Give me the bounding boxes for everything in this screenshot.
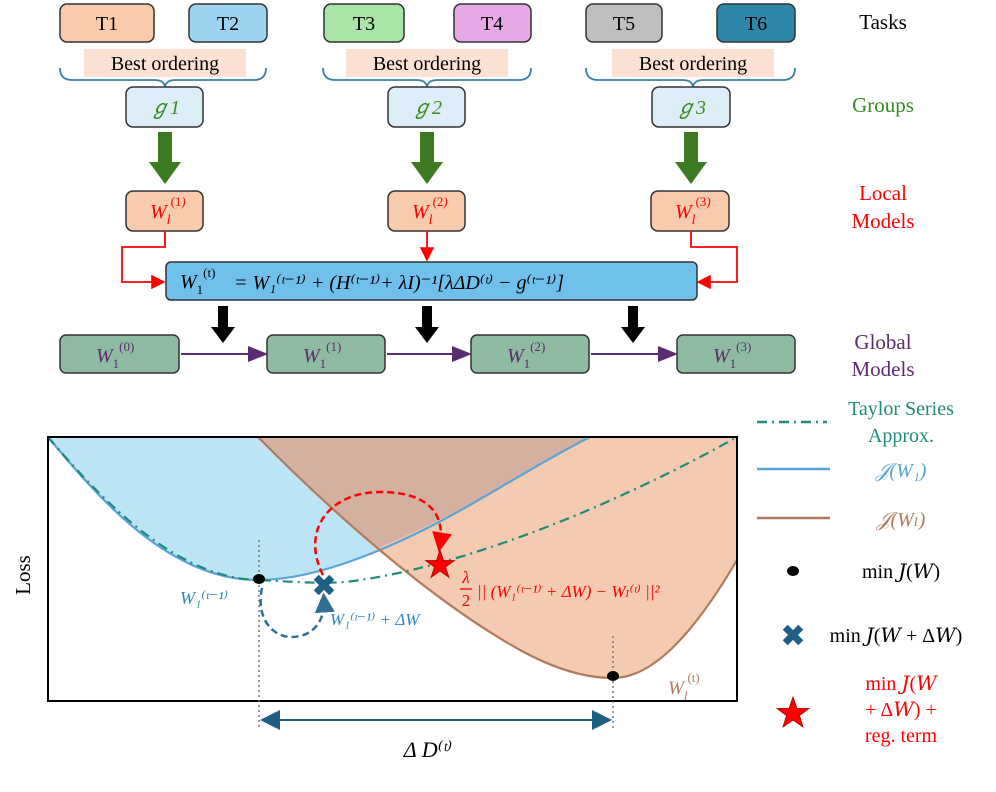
legend-cross-label: min 𝐽(𝑊 + Δ𝑊) — [830, 625, 963, 647]
task-box-t3 — [323, 3, 405, 43]
update-equation-rhs: = W₁⁽ᵗ⁻¹⁾ + (H⁽ᵗ⁻¹⁾+ λI)⁻¹[λΔD⁽ᵗ⁾ − g⁽ᵗ⁻… — [234, 272, 564, 294]
task-boxes: T1 T2 T3 T4 T5 T6 — [59, 3, 796, 43]
group-box-3 — [651, 86, 731, 128]
local-point-label: Wl(t) — [668, 670, 700, 703]
black-arrow-3 — [621, 306, 645, 343]
brown-loss-curve — [257, 437, 737, 680]
task-box-t5 — [585, 3, 663, 43]
legend-blue-label: 𝒥(W₁) — [875, 460, 927, 482]
global-model-boxes: W1(0) W1(1) W1(2) W1(3) — [59, 334, 796, 374]
task-label-t5: T5 — [613, 13, 635, 35]
task-label-t3: T3 — [353, 13, 375, 35]
best-ordering-band-3 — [612, 49, 774, 77]
local-models-label-line1: Local — [859, 181, 907, 205]
task-label-t2: T2 — [217, 13, 239, 35]
legend-min-point-icon — [787, 566, 799, 576]
blue-loss-curve — [48, 437, 591, 582]
start-point-label: W₁⁽ᵗ⁻¹⁾ — [180, 588, 228, 608]
green-arrow-3 — [675, 132, 707, 184]
best-ordering-label-2: Best ordering — [373, 53, 481, 75]
black-arrow-1 — [211, 306, 235, 343]
local-model-boxes: Wl(1) Wl(2) Wl(3) — [125, 190, 730, 232]
best-ordering-band-2 — [346, 49, 508, 77]
groups-label: Groups — [852, 93, 914, 117]
reg-star-marker — [424, 548, 456, 579]
red-connectors — [121, 231, 738, 290]
task-label-t4: T4 — [481, 13, 503, 35]
red-connector-1 — [121, 231, 166, 290]
legend-star-label-line2: + Δ𝑊) + — [865, 699, 937, 721]
task-box-t6 — [716, 3, 796, 43]
task-label-t6: T6 — [745, 13, 767, 35]
task-box-t1 — [59, 3, 155, 43]
update-equation-box — [165, 261, 698, 301]
best-ordering-bands: Best ordering Best ordering Best orderin… — [84, 49, 774, 77]
legend-taylor-label-line2: Approx. — [868, 425, 934, 447]
local-models-label-line2: Models — [852, 209, 915, 233]
tasks-label: Tasks — [859, 10, 907, 34]
global-models-label-line1: Global — [854, 330, 911, 354]
legend: Taylor Series Approx. 𝒥(W₁) 𝒥(Wₗ) min 𝐽(… — [757, 398, 962, 747]
plot-ylabel: Loss — [11, 555, 35, 595]
reg-fraction-den: 2 — [462, 591, 471, 610]
legend-star-icon — [775, 695, 811, 728]
delta-d-label: Δ D⁽ᵗ⁾ — [403, 737, 452, 762]
task-label-t1: T1 — [96, 13, 118, 35]
group-label-1: ℊ1 — [150, 97, 180, 119]
global-model-box-0 — [59, 334, 180, 374]
local-model-box-3 — [650, 190, 730, 232]
legend-star-label-line1: min 𝐽(𝑊 — [865, 673, 938, 695]
legend-star-label-line3: reg. term — [865, 725, 938, 747]
legend-taylor-label-line1: Taylor Series — [848, 398, 954, 420]
step-cross-marker — [313, 574, 335, 596]
legend-cross-icon — [782, 624, 804, 646]
taylor-approx-curve — [48, 437, 737, 584]
group-box-1 — [125, 86, 204, 128]
blue-dashed-step-arrow — [259, 587, 335, 639]
best-ordering-label-1: Best ordering — [111, 53, 219, 75]
loss-plot — [48, 437, 737, 680]
green-arrows — [149, 132, 707, 184]
update-equation-lhs: W1(t) — [180, 265, 215, 297]
green-arrow-2 — [411, 132, 443, 184]
best-ordering-band-1 — [84, 49, 246, 77]
plot-frame — [47, 436, 738, 702]
black-arrow-2 — [415, 306, 439, 343]
legend-brown-label: 𝒥(Wₗ) — [876, 509, 926, 531]
reg-term-label: || (W₁⁽ᵗ⁻¹⁾ + ΔW) − Wₗ⁽ᵗ⁾ ||² — [477, 582, 660, 601]
red-connector-3 — [690, 231, 738, 290]
reg-fraction-num: λ — [461, 568, 469, 587]
global-models-label-line2: Models — [852, 357, 915, 381]
task-box-t2 — [188, 3, 268, 43]
step-point-label: W₁⁽ᵗ⁻¹⁾ + ΔW — [330, 610, 421, 629]
group-box-2 — [387, 86, 466, 128]
local-min-point — [607, 671, 619, 681]
green-arrow-1 — [149, 132, 181, 184]
group-boxes: ℊ1 ℊ2 ℊ3 — [125, 86, 731, 128]
overlap-loss-region — [258, 437, 590, 548]
start-min-point — [253, 574, 265, 584]
legend-min-label: min 𝐽(𝑊) — [862, 561, 940, 583]
black-arrows — [211, 306, 645, 343]
best-ordering-label-3: Best ordering — [639, 53, 747, 75]
task-box-t4 — [453, 3, 532, 43]
group-label-3: ℊ3 — [676, 97, 706, 119]
group-label-2: ℊ2 — [412, 97, 442, 119]
red-dashed-reg-arrow — [313, 490, 452, 576]
